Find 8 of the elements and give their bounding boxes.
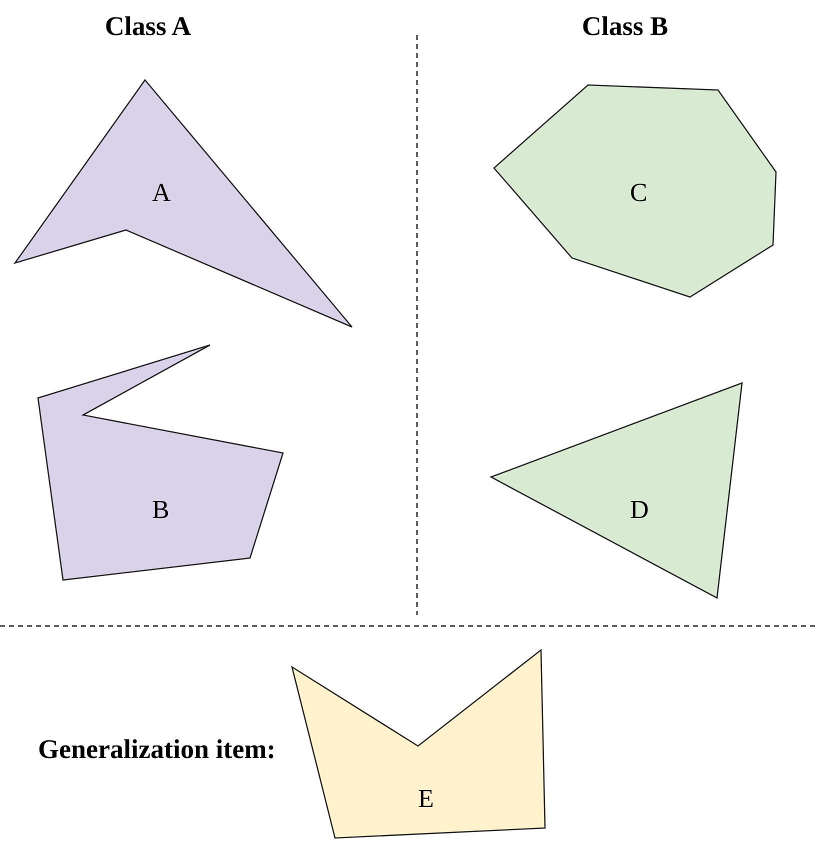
shape-letter: E <box>418 786 434 812</box>
shape-letter: D <box>630 497 649 523</box>
shape-letter: C <box>630 180 648 206</box>
shape-letter: B <box>152 497 170 523</box>
class-heading: Class B <box>582 10 668 44</box>
class-heading: Class A <box>104 10 192 44</box>
shape-letter: A <box>152 180 171 206</box>
generalization-label: Generalization item: <box>38 733 277 766</box>
